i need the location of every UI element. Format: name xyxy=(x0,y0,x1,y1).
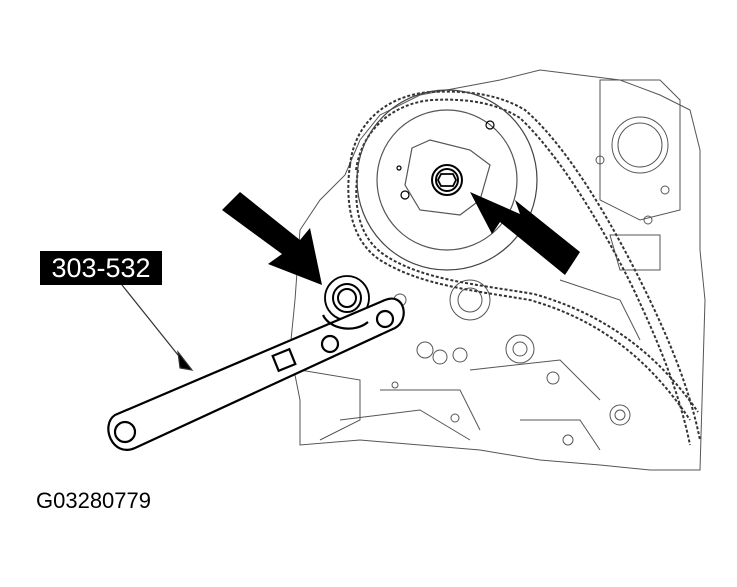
timing-chain xyxy=(347,90,701,446)
special-tool-wrench xyxy=(107,297,405,451)
callout-leader xyxy=(121,284,194,371)
tensioner-bolt xyxy=(324,275,370,321)
engine-block-outline xyxy=(289,69,706,471)
arrow-icon xyxy=(222,192,322,285)
arrow-icon xyxy=(470,192,580,275)
tool-number-label: 303-532 xyxy=(40,251,162,285)
figure-id: G03280779 xyxy=(36,488,151,513)
camshaft-sprocket xyxy=(356,89,538,271)
